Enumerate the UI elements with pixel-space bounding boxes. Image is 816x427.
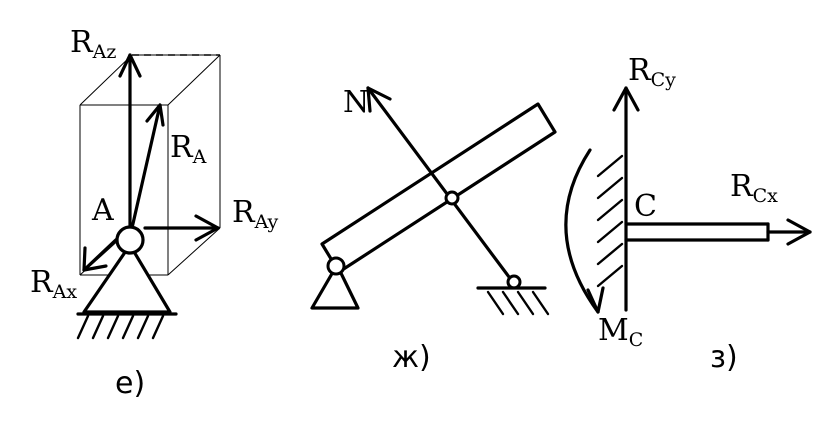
beam-pin-hinge: [326, 256, 346, 276]
arrow-r-ax: [82, 234, 122, 272]
label-m-c: MC: [598, 313, 643, 351]
caption-e: е): [115, 366, 145, 401]
arrow-r-cx: [624, 218, 812, 246]
rod-hinge-on-beam: [444, 190, 460, 206]
rod-with-force-n: [366, 86, 514, 283]
ground-hatching: [76, 312, 178, 340]
rod-ground-hatching: [476, 286, 550, 316]
label-r-az: RAz: [70, 25, 116, 63]
hinge-circle-a: [115, 225, 145, 255]
pin-support-triangle: [82, 243, 172, 314]
figure-z: RCy RCx C MC з): [564, 53, 812, 375]
arrow-r-ay: [143, 214, 220, 242]
label-r-cy: RCy: [628, 53, 676, 91]
figure-e: RAz RA RAy RAx A е): [30, 25, 279, 401]
label-r-ay: RAy: [232, 195, 279, 233]
label-point-c: C: [634, 189, 657, 224]
figure-zh: N ж): [310, 85, 557, 375]
label-point-a: A: [91, 193, 114, 228]
moment-arc-m-c: [564, 148, 605, 314]
beam-pin-support-triangle: [310, 263, 360, 310]
caption-z: з): [710, 340, 738, 375]
rod-hinge-ground: [506, 274, 522, 290]
arrow-r-a: [130, 103, 165, 230]
label-r-cx: RCx: [730, 169, 778, 207]
arrow-r-cy: [612, 86, 640, 112]
wall-hatching: [596, 154, 624, 288]
inclined-beam: [320, 102, 557, 274]
label-r-a: RA: [170, 130, 207, 168]
label-r-ax: RAx: [30, 265, 77, 303]
caption-zh: ж): [392, 340, 431, 375]
label-n: N: [343, 85, 369, 120]
arrow-r-az: [118, 53, 142, 230]
